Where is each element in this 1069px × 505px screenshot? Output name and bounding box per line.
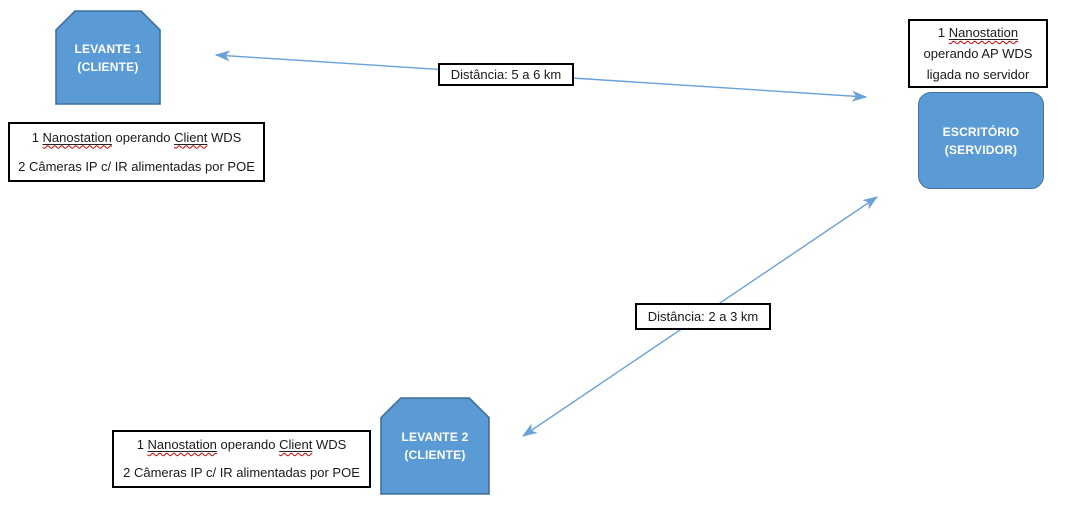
note-text: 1 (31, 129, 43, 145)
note-text: operando (216, 437, 280, 452)
note-text: 1 (136, 437, 148, 452)
node-levante1: LEVANTE 1 (CLIENTE) (55, 10, 161, 105)
client-note-bottom: 1 Nanostation operando Client WDS 2 Câme… (112, 430, 371, 488)
distance-text: Distância: 5 a 6 km (450, 66, 562, 82)
node-label: LEVANTE 2 (CLIENTE) (402, 428, 469, 464)
note-text: Nanostation (42, 129, 112, 145)
note-line-2: 2 Câmeras IP c/ IR alimentadas por POE (18, 158, 255, 174)
note-line-1: 1 Nanostation operando Client WDS (32, 130, 242, 146)
node-subtitle: (CLIENTE) (77, 59, 139, 74)
note-line-1: 1 Nanostation operando Client WDS (137, 437, 347, 453)
rounded-rectangle-shape (918, 92, 1044, 189)
note-line-2: operando AP WDS (923, 46, 1033, 61)
note-text: Client (174, 129, 208, 145)
note-text: operando (111, 129, 175, 145)
node-subtitle: (SERVIDOR) (944, 142, 1018, 157)
distance-label-1: Distância: 5 a 6 km (438, 63, 574, 86)
note-text: WDS (312, 437, 347, 452)
snip-corner-rectangle-shape (55, 10, 161, 105)
misspelled-word: Nanostation (949, 25, 1018, 40)
misspelled-word: Client (279, 437, 312, 452)
distance-text: Distância: 2 a 3 km (647, 308, 759, 324)
note-line-1: 1 Nanostation (938, 24, 1018, 41)
node-title: ESCRITÓRIO (942, 124, 1020, 139)
note-text: WDS (207, 129, 242, 145)
node-title: LEVANTE 1 (74, 41, 142, 56)
note-line-2: 2 Câmeras IP c/ IR alimentadas por POE (123, 465, 360, 480)
note-line-3: ligada no servidor (926, 67, 1030, 82)
node-levante2: LEVANTE 2 (CLIENTE) (380, 397, 490, 495)
misspelled-word: Nanostation (43, 130, 112, 145)
note-text: 1 (937, 25, 949, 40)
node-escritorio: ESCRITÓRIO (SERVIDOR) (918, 92, 1044, 189)
node-label: LEVANTE 1 (CLIENTE) (75, 40, 142, 76)
note-text: Client (279, 437, 313, 452)
note-text: Nanostation (147, 437, 217, 452)
misspelled-word: Nanostation (148, 437, 217, 452)
distance-label-2: Distância: 2 a 3 km (635, 303, 771, 330)
server-note: 1 Nanostation operando AP WDS ligada no … (908, 19, 1048, 88)
note-text: Nanostation (948, 25, 1019, 40)
node-subtitle: (CLIENTE) (404, 448, 466, 462)
client-note-top: 1 Nanostation operando Client WDS 2 Câme… (8, 122, 265, 182)
node-title: LEVANTE 2 (401, 430, 469, 444)
snip-corner-rectangle-shape (380, 397, 490, 495)
node-label: ESCRITÓRIO (SERVIDOR) (943, 123, 1020, 159)
misspelled-word: Client (174, 130, 207, 145)
